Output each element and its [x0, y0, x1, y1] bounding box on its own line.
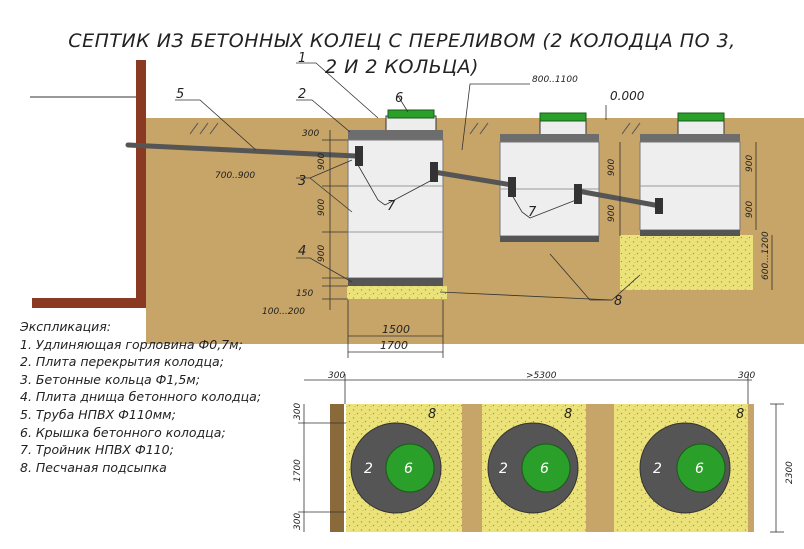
plan-slab-label-1: 2 — [364, 461, 373, 477]
dim-outer-diameter: 1700 — [380, 339, 408, 352]
callout-3: 3 — [298, 174, 306, 189]
legend-item: 6. Крышка бетонного колодца; — [20, 424, 226, 440]
well-1 — [347, 109, 444, 286]
dim-well2-ring-2: 900 — [607, 205, 617, 222]
dim-well3-ring-1: 900 — [745, 155, 755, 172]
plan-dim-right: 2300 — [785, 461, 795, 484]
plan-dim-top-right: 300 — [738, 371, 755, 381]
dim-well2-ring-1: 900 — [607, 159, 617, 176]
plan-sand-label-3: 8 — [736, 407, 744, 422]
legend-item: 1. Удлиняющая горловина Ф0,7м; — [20, 336, 243, 352]
dim-ring-2: 900 — [317, 199, 327, 216]
dim-neck: 300 — [302, 129, 319, 139]
callout-8: 8 — [614, 294, 622, 309]
plan-dim-left-mid: 1700 — [293, 459, 303, 482]
ground-hatch — [189, 122, 641, 135]
title-line-1: СЕПТИК ИЗ БЕТОННЫХ КОЛЕЦ С ПЕРЕЛИВОМ (2 … — [68, 30, 736, 52]
title-line-2: 2 И 2 КОЛЬЦА) — [325, 56, 479, 78]
dim-overflow-depth: 800..1100 — [532, 75, 578, 85]
dim-sand-bed: 600...1200 — [761, 231, 771, 280]
plan-lid-label-1: 6 — [404, 461, 413, 477]
legend-item: 3. Бетонные кольца Ф1,5м; — [20, 371, 200, 387]
leaders — [175, 62, 641, 301]
sand-bed-3 — [620, 235, 753, 290]
dim-ring-3: 900 — [317, 245, 327, 262]
tees — [355, 146, 663, 214]
plan-slab-label-3: 2 — [653, 461, 662, 477]
callout-7b: 7 — [528, 205, 537, 220]
level-mark: 0.000 — [610, 89, 645, 103]
callout-5: 5 — [176, 87, 184, 102]
dim-bedding: 100...200 — [262, 307, 305, 317]
legend-heading: Экспликация: — [20, 319, 112, 334]
plan-sand-label-2: 8 — [564, 407, 572, 422]
legend-item: 4. Плита днища бетонного колодца; — [20, 389, 262, 405]
house-foundation — [32, 298, 146, 308]
callout-2: 2 — [298, 87, 306, 102]
callout-1: 1 — [298, 51, 306, 66]
dim-pipe-depth: 700..900 — [215, 171, 255, 181]
pipes — [125, 142, 663, 209]
callout-7a: 7 — [387, 199, 396, 214]
plan-dim-left-bottom: 300 — [293, 513, 303, 530]
plan-lid-label-3: 6 — [695, 461, 704, 477]
lid — [539, 112, 587, 122]
house-wall — [136, 60, 146, 308]
legend-item: 5. Труба НПВХ Ф110мм; — [20, 406, 176, 422]
callout-4: 4 — [298, 244, 306, 259]
dim-ring-1: 900 — [317, 153, 327, 170]
legend-item: 2. Плита перекрытия колодца; — [20, 354, 224, 370]
lid — [387, 109, 435, 119]
lid — [677, 112, 725, 122]
legend-item: 8. Песчаная подсыпка — [20, 459, 167, 475]
legend: Экспликация: 1. Удлиняющая горловина Ф0,… — [20, 318, 261, 476]
sand-bed-1 — [347, 286, 447, 299]
section-dims — [322, 130, 773, 358]
plan-sand-label-1: 8 — [428, 407, 436, 422]
plan-dim-top-mid: >5300 — [526, 371, 557, 381]
dim-inner-diameter: 1500 — [382, 323, 410, 336]
well-3 — [639, 112, 741, 236]
legend-item: 7. Тройник НПВХ Ф110; — [20, 442, 174, 458]
callout-6: 6 — [395, 91, 403, 106]
plan-dim-left-top: 300 — [293, 403, 303, 420]
plan-slab-label-2: 2 — [499, 461, 508, 477]
well-2 — [499, 112, 600, 242]
dim-well3-ring-2: 900 — [745, 201, 755, 218]
plan-lid-label-2: 6 — [540, 461, 549, 477]
plan-view: 300 >5300 300 300 1700 300 2300 8 8 8 2 … — [293, 371, 795, 533]
plan-dim-top-left: 300 — [328, 371, 345, 381]
dim-bottom-slab: 150 — [296, 289, 313, 299]
